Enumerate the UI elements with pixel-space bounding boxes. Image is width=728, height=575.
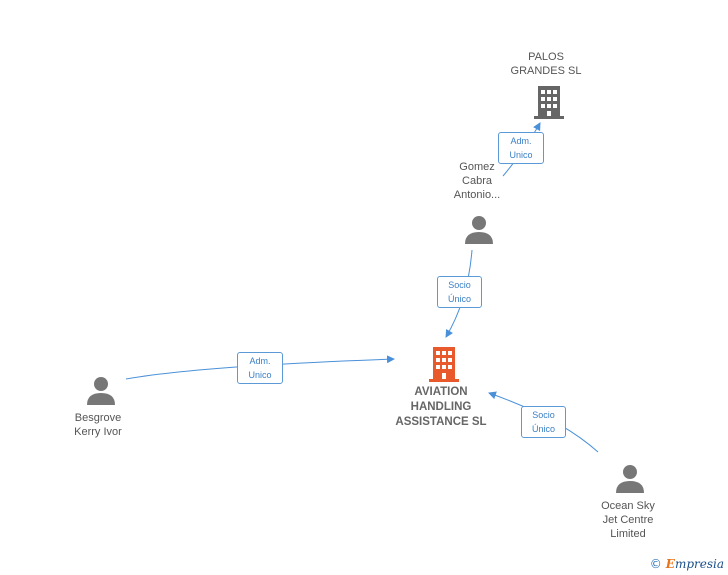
empresia-logo[interactable]: ©Empresia <box>650 557 724 571</box>
node-label-gomez-cabra[interactable]: Gomez Cabra Antonio... <box>427 160 527 202</box>
node-label-line: Gomez <box>459 161 495 173</box>
node-label-line: Limited <box>610 528 646 540</box>
edge-badge-line: Adm. <box>249 356 271 366</box>
node-label-line: Cabra <box>462 175 492 187</box>
edge-badge-line: Socio <box>448 280 471 290</box>
node-label-line: GRANDES SL <box>510 65 582 77</box>
edge-badge-besgrove-aviation[interactable]: Adm. Unico <box>237 352 283 384</box>
node-label-line: HANDLING <box>410 401 472 413</box>
node-label-line: ASSISTANCE SL <box>395 416 487 428</box>
node-label-ocean-sky[interactable]: Ocean Sky Jet Centre Limited <box>578 499 678 541</box>
edge-besgrove-to-aviation <box>125 355 395 380</box>
building-icon[interactable] <box>532 84 566 120</box>
person-icon[interactable] <box>86 375 116 405</box>
edge-badge-line: Único <box>531 424 555 434</box>
person-icon[interactable] <box>464 214 494 244</box>
node-label-line: AVIATION <box>414 386 468 398</box>
node-label-aviation-handling[interactable]: AVIATION HANDLING ASSISTANCE SL <box>381 385 501 430</box>
edge-badge-gomez-palos[interactable]: Adm. Unico <box>498 132 544 164</box>
node-label-line: Antonio... <box>453 189 501 201</box>
node-label-line: Kerry Ivor <box>74 426 122 438</box>
main-company-building-icon[interactable] <box>427 345 461 383</box>
edge-badge-line: Unico <box>248 370 272 380</box>
copyright-symbol: © <box>649 557 662 571</box>
edge-badge-line: Único <box>447 294 471 304</box>
brand-name: mpresia <box>674 557 724 571</box>
person-icon[interactable] <box>615 463 645 493</box>
node-label-line: Besgrove <box>74 412 122 424</box>
node-label-line: Jet Centre <box>602 514 654 526</box>
node-label-besgrove[interactable]: Besgrove Kerry Ivor <box>48 411 148 439</box>
edge-badge-line: Adm. <box>510 136 532 146</box>
edge-badge-gomez-aviation[interactable]: Socio Único <box>437 276 482 308</box>
node-label-line: PALOS <box>528 51 564 63</box>
brand-initial: E <box>665 557 675 571</box>
edge-badge-ocean-aviation[interactable]: Socio Único <box>521 406 566 438</box>
edge-badge-line: Unico <box>509 150 533 160</box>
node-label-line: Ocean Sky <box>601 500 655 512</box>
node-label-palos-grandes[interactable]: PALOS GRANDES SL <box>496 50 596 78</box>
edge-badge-line: Socio <box>532 410 555 420</box>
